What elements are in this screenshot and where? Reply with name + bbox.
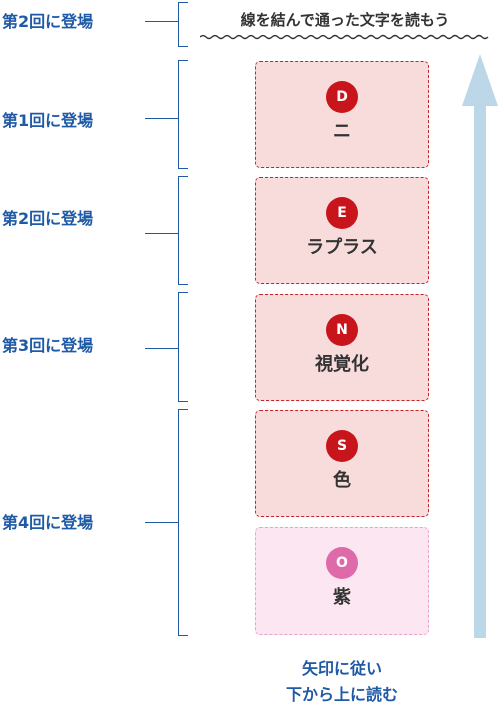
label-row-4: 第4回に登場 — [2, 513, 94, 532]
label-row-3: 第3回に登場 — [2, 336, 94, 355]
connector-line-top — [145, 21, 178, 22]
bracket-4 — [178, 409, 188, 636]
box-n: N 視覚化 — [255, 294, 429, 401]
connector-line-1 — [145, 118, 178, 119]
instruction-title: 線を結んで通った文字を読もう — [240, 11, 450, 29]
connector-line-2 — [145, 233, 178, 234]
box-word-d: ニ — [333, 121, 351, 142]
box-word-n: 視覚化 — [315, 354, 369, 375]
reading-instruction-line-1: 矢印に従い — [301, 659, 382, 678]
letter-circle-o: O — [326, 547, 358, 579]
connector-line-3 — [145, 348, 178, 349]
box-word-s: 色 — [333, 470, 351, 491]
box-d: D ニ — [255, 61, 429, 168]
box-o: O 紫 — [255, 527, 429, 635]
box-word-o: 紫 — [333, 587, 351, 608]
bracket-2 — [178, 176, 188, 285]
label-row-2: 第2回に登場 — [2, 209, 94, 228]
letter-circle-e: E — [326, 197, 358, 229]
label-row-1: 第1回に登場 — [2, 111, 94, 130]
letter-circle-s: S — [326, 430, 358, 462]
connector-line-4 — [145, 522, 178, 523]
box-s: S 色 — [255, 410, 429, 517]
reading-instruction-line-2: 下から上に読む — [285, 685, 398, 704]
label-top: 第2回に登場 — [2, 12, 94, 31]
bracket-3 — [178, 292, 188, 402]
letter-circle-n: N — [326, 314, 358, 346]
wavy-underline — [200, 34, 489, 40]
box-word-e: ラプラス — [306, 237, 378, 258]
letter-circle-d: D — [326, 81, 358, 113]
up-arrow-icon — [462, 54, 498, 638]
box-e: E ラプラス — [255, 177, 429, 284]
bracket-1 — [178, 60, 188, 169]
bracket-top — [178, 2, 188, 47]
